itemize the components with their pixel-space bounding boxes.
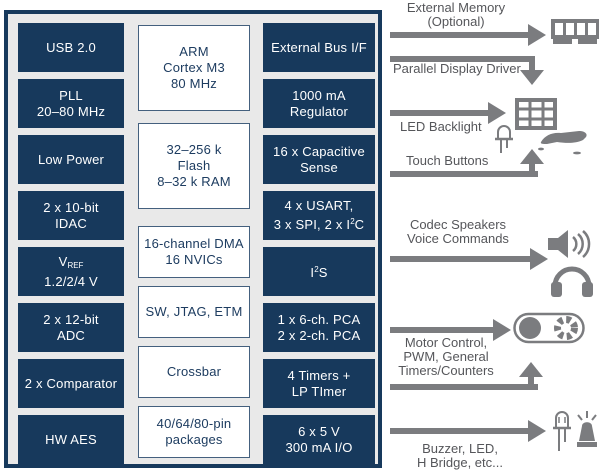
block-low-power: Low Power xyxy=(18,135,124,184)
siren-icon xyxy=(577,411,597,447)
label-led-backlight: LED Backlight xyxy=(400,119,482,134)
block-comparator: 2 x Comparator xyxy=(18,359,124,408)
label-parallel-display: Parallel Display Driver xyxy=(393,61,521,76)
motor-icon xyxy=(513,312,585,344)
block-timers: 4 Timers +LP TImer xyxy=(263,359,375,408)
led-grid-icon xyxy=(515,98,557,130)
headphones-icon xyxy=(551,266,593,297)
memory-module-icon xyxy=(551,19,599,44)
led-icon xyxy=(495,125,513,153)
label-buzzer: Buzzer, LED,H Bridge, etc... xyxy=(417,441,503,470)
label-external-memory: External Memory(Optional) xyxy=(406,0,506,29)
block-usb: USB 2.0 xyxy=(18,23,124,72)
block-hw-aes: HW AES xyxy=(18,415,124,464)
block-i2s: I2S xyxy=(263,247,375,296)
block-crossbar: Crossbar xyxy=(138,346,250,398)
led-icon-2 xyxy=(553,411,571,451)
hand-icon xyxy=(538,131,587,155)
speaker-icon xyxy=(548,230,591,258)
block-vref: VREF 1.2/2/4 V xyxy=(18,247,124,296)
block-external-bus: External Bus I/F xyxy=(263,23,375,72)
block-debug: SW, JTAG, ETM xyxy=(138,286,250,338)
label-touch-buttons: Touch Buttons xyxy=(406,153,489,168)
block-serial-ifaces: 4 x USART, 3 x SPI, 2 x I2C xyxy=(263,191,375,240)
